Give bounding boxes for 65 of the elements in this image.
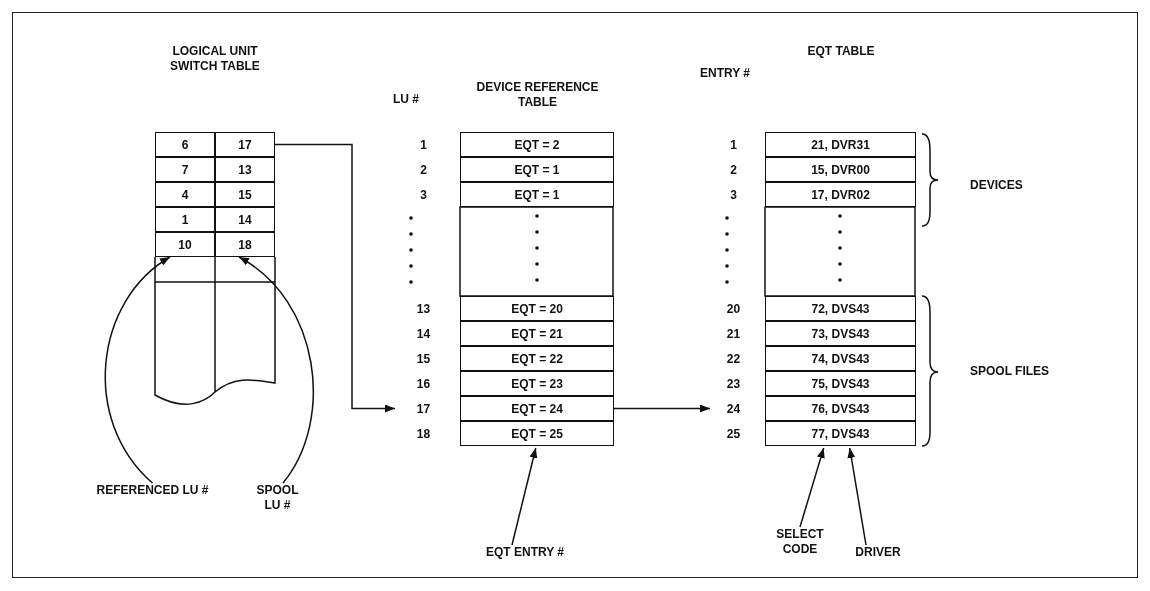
row-number: 14 [415, 325, 432, 343]
table-cell: 74, DVS43 [765, 346, 916, 371]
table-cell: 72, DVS43 [765, 296, 916, 321]
leader-label: SELECT CODE [770, 527, 830, 561]
row-number: 25 [725, 425, 742, 443]
table-cell: EQT = 24 [460, 396, 614, 421]
table-cell: 75, DVS43 [765, 371, 916, 396]
table-heading: LOGICAL UNIT SWITCH TABLE [169, 44, 261, 75]
row-number: 2 [419, 161, 428, 179]
row-number: 3 [729, 186, 738, 204]
table-cell: EQT = 21 [460, 321, 614, 346]
leader-line [799, 447, 825, 528]
column-label: LU # [393, 92, 420, 108]
table-heading: EQT TABLE [806, 44, 876, 60]
row-number: 17 [415, 400, 432, 418]
leader-label: REFERENCED LU # [95, 483, 210, 517]
table-cell: 73, DVS43 [765, 321, 916, 346]
column-label: ENTRY # [700, 66, 751, 82]
table-cell: 21, DVR31 [765, 132, 916, 157]
table-cell: 17 [215, 132, 275, 157]
table-cell: 17, DVR02 [765, 182, 916, 207]
table-cell: 15 [215, 182, 275, 207]
row-number: 2 [729, 161, 738, 179]
row-number: 1 [729, 136, 738, 154]
table-cell: 77, DVS43 [765, 421, 916, 446]
table-cell: EQT = 22 [460, 346, 614, 371]
table-cell: 10 [155, 232, 215, 257]
table-cell: EQT = 20 [460, 296, 614, 321]
table-cell: EQT = 2 [460, 132, 614, 157]
row-number: 13 [415, 300, 432, 318]
table-cell: 14 [215, 207, 275, 232]
table-cell: 4 [155, 182, 215, 207]
column-label: DEVICES [970, 178, 1024, 194]
table-cell: 1 [155, 207, 215, 232]
table-cell: EQT = 23 [460, 371, 614, 396]
leader-line [511, 447, 538, 546]
row-number: 18 [415, 425, 432, 443]
row-number: 22 [725, 350, 742, 368]
row-number: 16 [415, 375, 432, 393]
leader-line [238, 256, 314, 484]
table-cell: 7 [155, 157, 215, 182]
table-cell: EQT = 1 [460, 182, 614, 207]
table-cell: EQT = 1 [460, 157, 614, 182]
row-number: 20 [725, 300, 742, 318]
arrow [274, 143, 396, 413]
row-number: 23 [725, 375, 742, 393]
table-cell: 18 [215, 232, 275, 257]
column-label: SPOOL FILES [970, 364, 1051, 380]
leader-label: EQT ENTRY # [460, 545, 590, 563]
leader-line [847, 447, 867, 546]
leader-label: DRIVER [848, 545, 908, 563]
table-cell: 13 [215, 157, 275, 182]
row-number: 21 [725, 325, 742, 343]
leader-label: SPOOL LU # [250, 483, 305, 517]
row-number: 24 [725, 400, 742, 418]
leader-line [104, 256, 171, 484]
row-number: 1 [419, 136, 428, 154]
table-heading: DEVICE REFERENCE TABLE [475, 80, 600, 111]
table-cell: 15, DVR00 [765, 157, 916, 182]
table-cell: 6 [155, 132, 215, 157]
row-number: 15 [415, 350, 432, 368]
arrow [613, 404, 711, 413]
row-number: 3 [419, 186, 428, 204]
table-cell: EQT = 25 [460, 421, 614, 446]
table-cell: 76, DVS43 [765, 396, 916, 421]
